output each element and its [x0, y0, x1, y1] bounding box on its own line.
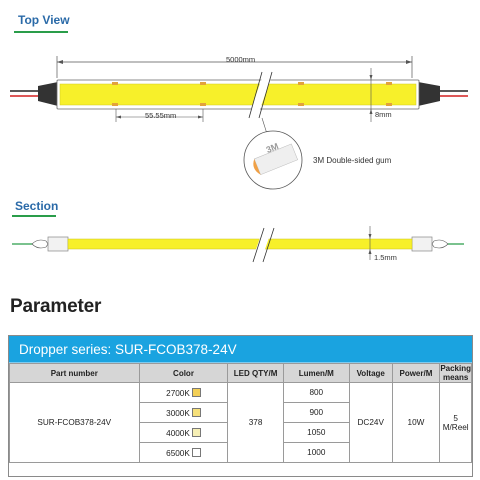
- gum-label: 3M Double-sided gum: [313, 156, 392, 165]
- color-swatch-icon: [191, 427, 201, 437]
- color-cell: 2700K: [138, 382, 229, 403]
- power-cell: 10W: [391, 382, 441, 463]
- packing-cell: 5 M/Reel: [439, 382, 472, 463]
- color-label: 6500K: [166, 448, 190, 458]
- table-row: 3000K 900: [10, 402, 472, 423]
- spec-table: Part number Color LED QTY/M Lumen/M Volt…: [9, 363, 472, 463]
- color-label: 3000K: [166, 408, 190, 418]
- color-swatch-icon: [191, 407, 201, 417]
- top-view-title: Top View: [18, 13, 70, 27]
- thickness-label: 1.5mm: [374, 253, 397, 262]
- color-label: 2700K: [166, 388, 190, 398]
- table-header-row: Part number Color LED QTY/M Lumen/M Volt…: [9, 363, 472, 383]
- top-view-diagram: [10, 56, 468, 190]
- lumen-cell: 900: [282, 402, 350, 423]
- color-cell: 4000K: [138, 422, 229, 443]
- part-number-cell: SUR-FCOB378-24V: [9, 382, 140, 463]
- lumen-cell: 800: [282, 382, 350, 403]
- header-voltage: Voltage: [348, 363, 393, 383]
- table-row: 6500K 1000: [10, 442, 472, 463]
- series-header: Dropper series: SUR-FCOB378-24V: [9, 336, 472, 363]
- section-diagram: [12, 226, 464, 263]
- voltage-cell: DC24V: [348, 382, 393, 463]
- color-cell: 6500K: [138, 442, 229, 463]
- color-cell: 3000K: [138, 402, 229, 423]
- pitch-label: 55.55mm: [145, 111, 177, 120]
- parameter-title: Parameter: [10, 296, 102, 317]
- header-color: Color: [138, 363, 229, 383]
- table-row: SUR-FCOB378-24V 2700K 378 800 DC24V 10W …: [9, 382, 472, 463]
- width-label: 8mm: [375, 110, 392, 119]
- header-led-qty: LED QTY/M: [227, 363, 284, 383]
- color-swatch-icon: [191, 447, 201, 457]
- header-power: Power/M: [391, 363, 441, 383]
- length-label: 5000mm: [226, 55, 256, 64]
- top-view-underline: [14, 31, 68, 33]
- header-part-number: Part number: [9, 363, 140, 383]
- color-swatch-icon: [191, 387, 201, 397]
- parameter-table: Dropper series: SUR-FCOB378-24V Part num…: [8, 335, 473, 477]
- section-title: Section: [15, 199, 59, 213]
- color-label: 4000K: [166, 428, 190, 438]
- header-lumen: Lumen/M: [282, 363, 350, 383]
- led-qty-cell: 378: [227, 382, 284, 463]
- lumen-cell: 1000: [282, 442, 350, 463]
- lumen-cell: 1050: [282, 422, 350, 443]
- section-underline: [12, 215, 56, 217]
- table-row: 4000K 1050: [10, 422, 472, 443]
- header-packing: Packing means: [439, 363, 472, 383]
